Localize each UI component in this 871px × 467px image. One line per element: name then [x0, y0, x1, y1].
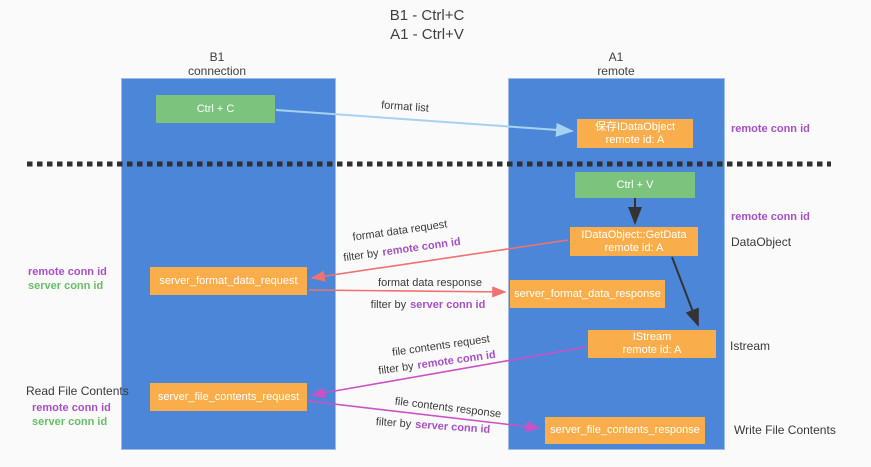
node-istream-line2: remote id: A [622, 344, 682, 356]
node-server-file-contents-response: server_file_contents_response [545, 417, 705, 444]
annotation-left-server-conn-id-1: server conn id [28, 280, 104, 292]
annotation-dataobject: DataObject [731, 235, 792, 249]
node-istream-line1: IStream [632, 331, 672, 343]
node-save-idataobject-line1: 保存IDataObject [594, 120, 676, 133]
node-server-format-data-request: server_format_data_request [150, 267, 307, 295]
annotation-istream: Istream [730, 339, 771, 353]
label-format-data-response: format data response [378, 277, 482, 289]
diagram-title-line1: B1 - Ctrl+C [389, 7, 465, 24]
annotation-left-server-conn-id-2: server conn id [32, 416, 108, 428]
label-file-contents-response-text: file contents response [394, 395, 502, 421]
label-format-data-response-text: format data response [378, 277, 482, 289]
node-ctrl-c: Ctrl + C [156, 95, 275, 123]
label-remote-conn-id-1: remote conn id [381, 235, 462, 259]
label-file-contents-response: file contents response [394, 396, 502, 421]
annotation-left-remote-conn-id-2: remote conn id [32, 402, 111, 414]
lane-header-left: B1 connection [117, 50, 317, 78]
annotation-left-remote-conn-id-1: remote conn id [28, 266, 107, 278]
label-filter-by-4: filter by [375, 416, 412, 431]
node-save-idataobject: 保存IDataObject remote id: A [577, 119, 693, 148]
label-server-conn-id-2: server conn id [414, 418, 491, 436]
node-ctrl-v-label: Ctrl + V [616, 178, 654, 191]
annotation-read-file-contents: Read File Contents [26, 384, 129, 398]
node-server-file-contents-request: server_file_contents_request [150, 383, 307, 411]
lane-header-right: A1 remote [516, 50, 716, 78]
label-filter-by-3: filter by [377, 360, 415, 378]
label-format-list-text: format list [380, 99, 430, 115]
annotation-remote-conn-id-mid: remote conn id [731, 211, 810, 223]
lane-right-subtitle: remote [597, 64, 635, 78]
diagram-title-line2: A1 - Ctrl+V [390, 26, 464, 43]
node-server-format-data-response: server_format_data_response [510, 280, 665, 308]
node-server-format-data-request-label: server_format_data_request [159, 274, 298, 287]
lane-right-title: A1 [608, 50, 624, 64]
annotation-remote-conn-id-top: remote conn id [731, 123, 810, 135]
lane-left-subtitle: connection [187, 64, 247, 78]
label-server-conn-id-1: server conn id [410, 299, 486, 311]
label-filter-by-1: filter by [342, 247, 380, 265]
diagram-title: B1 - Ctrl+C A1 - Ctrl+V [327, 6, 527, 44]
node-server-file-contents-request-label: server_file_contents_request [157, 390, 300, 403]
node-server-format-data-response-label: server_format_data_response [514, 287, 661, 300]
annotation-write-file-contents: Write File Contents [734, 423, 836, 437]
node-idataobject-getdata: IDataObject::GetData remote id: A [570, 227, 698, 256]
label-format-list: format list [381, 99, 429, 114]
node-save-idataobject-line2: remote id: A [605, 133, 665, 146]
arrow-format-data-response [308, 286, 507, 298]
node-idataobject-getdata-line2: remote id: A [604, 241, 664, 254]
node-istream: IStream remote id: A [588, 330, 716, 358]
node-ctrl-c-label: Ctrl + C [196, 102, 235, 115]
lane-left-title: B1 [209, 50, 225, 64]
label-filter-by-2: filter by [370, 299, 407, 311]
node-server-file-contents-response-label: server_file_contents_response [550, 424, 700, 436]
node-idataobject-getdata-line1: IDataObject::GetData [581, 228, 687, 241]
node-ctrl-v: Ctrl + V [575, 172, 695, 198]
